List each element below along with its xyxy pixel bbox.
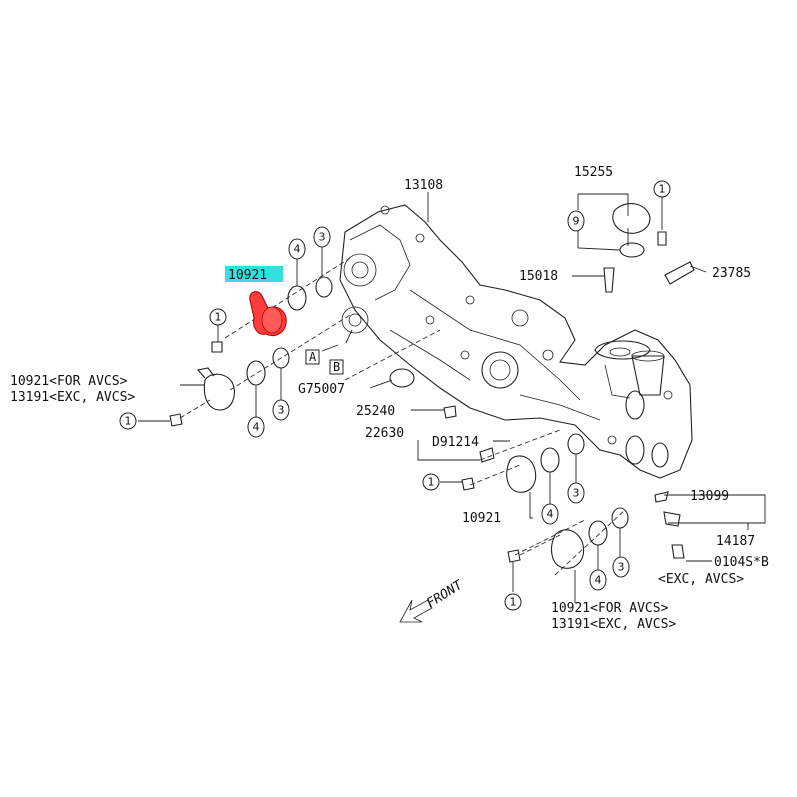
callout-3-top[interactable]: 3 bbox=[313, 226, 331, 248]
cap-middle bbox=[506, 455, 537, 493]
engine-cover bbox=[339, 204, 693, 479]
callout-3-bottom[interactable]: 3 bbox=[612, 556, 630, 578]
svg-text:1: 1 bbox=[428, 476, 435, 489]
svg-text:1: 1 bbox=[125, 415, 132, 428]
svg-text:1: 1 bbox=[659, 183, 666, 196]
svg-text:4: 4 bbox=[294, 243, 301, 256]
svg-text:3: 3 bbox=[573, 487, 580, 500]
callout-3-left[interactable]: 3 bbox=[272, 399, 290, 421]
svg-text:3: 3 bbox=[278, 404, 285, 417]
callout-4-middle[interactable]: 4 bbox=[541, 503, 559, 525]
label-22630[interactable]: 22630 bbox=[365, 426, 404, 441]
callout-4-top[interactable]: 4 bbox=[288, 238, 306, 260]
svg-text:1: 1 bbox=[510, 596, 517, 609]
svg-text:3: 3 bbox=[319, 231, 326, 244]
label-exc-avcs-right: <EXC, AVCS> bbox=[658, 572, 744, 587]
parts-13099-14187 bbox=[654, 491, 681, 527]
callout-1-top-right[interactable]: 1 bbox=[653, 180, 671, 198]
svg-text:4: 4 bbox=[253, 421, 260, 434]
label-13108[interactable]: 13108 bbox=[404, 178, 443, 193]
label-10921-middle[interactable]: 10921 bbox=[462, 511, 501, 526]
highlighted-part-10921[interactable] bbox=[249, 291, 287, 337]
label-14187[interactable]: 14187 bbox=[716, 534, 755, 549]
label-15255[interactable]: 15255 bbox=[574, 165, 613, 180]
assembly-lines bbox=[179, 257, 626, 576]
label-23785[interactable]: 23785 bbox=[712, 266, 751, 281]
label-g75007[interactable]: G75007 bbox=[298, 382, 345, 397]
label-d91214[interactable]: D91214 bbox=[432, 435, 479, 450]
callout-1-bottom[interactable]: 1 bbox=[504, 593, 522, 611]
callout-1-left[interactable]: 1 bbox=[119, 412, 137, 430]
callout-1-middle[interactable]: 1 bbox=[422, 473, 440, 491]
label-13191-exc-avcs-bottom[interactable]: 13191<EXC, AVCS> bbox=[551, 617, 676, 632]
seal-g75007 bbox=[389, 368, 415, 388]
label-0104s-b[interactable]: 0104S*B bbox=[714, 555, 769, 570]
cap-left bbox=[196, 367, 235, 411]
callout-4-bottom[interactable]: 4 bbox=[589, 569, 607, 591]
svg-text:4: 4 bbox=[595, 574, 602, 587]
filler-cap-15255 bbox=[603, 203, 695, 293]
label-13099[interactable]: 13099 bbox=[690, 489, 729, 504]
svg-text:3: 3 bbox=[618, 561, 625, 574]
callout-9[interactable]: 9 bbox=[567, 210, 585, 232]
o-rings-upper bbox=[246, 276, 629, 546]
front-label: FRONT bbox=[424, 577, 466, 611]
label-15018[interactable]: 15018 bbox=[519, 269, 558, 284]
label-25240[interactable]: 25240 bbox=[356, 404, 395, 419]
label-13191-exc-avcs-left[interactable]: 13191<EXC, AVCS> bbox=[10, 390, 135, 405]
front-arrow bbox=[399, 599, 433, 623]
label-10921-for-avcs-left[interactable]: 10921<FOR AVCS> bbox=[10, 374, 128, 389]
box-b-label: B bbox=[333, 360, 340, 374]
svg-text:1: 1 bbox=[215, 311, 222, 324]
label-10921-highlight[interactable]: 10921 bbox=[228, 268, 267, 283]
label-10921-for-avcs-bottom[interactable]: 10921<FOR AVCS> bbox=[551, 601, 669, 616]
leader-lines bbox=[138, 192, 766, 603]
callout-4-left[interactable]: 4 bbox=[247, 416, 265, 438]
svg-text:9: 9 bbox=[573, 215, 580, 228]
box-b bbox=[329, 359, 344, 375]
cap-lower bbox=[551, 529, 585, 569]
svg-text:4: 4 bbox=[547, 508, 554, 521]
bolts bbox=[169, 231, 685, 563]
callout-1-upper-left[interactable]: 1 bbox=[209, 308, 227, 326]
box-a-label: A bbox=[309, 350, 317, 364]
box-a bbox=[305, 349, 320, 365]
highlight-label-bg bbox=[225, 266, 283, 282]
callout-3-middle[interactable]: 3 bbox=[567, 482, 585, 504]
